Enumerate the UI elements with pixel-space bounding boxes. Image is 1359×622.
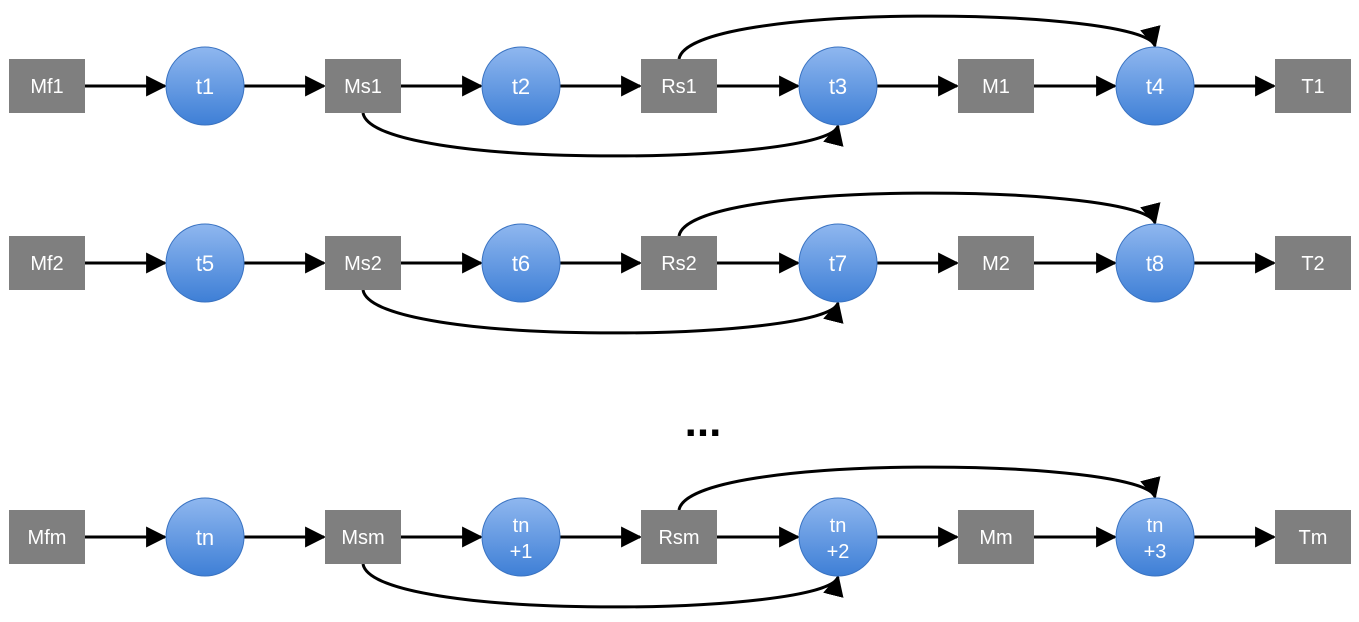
box-node-rs2: Rs2	[641, 236, 717, 290]
node-label: t4	[1146, 74, 1164, 99]
node-label-line: +2	[827, 541, 850, 563]
box-node-t2: T2	[1275, 236, 1351, 290]
node-label: Tm	[1299, 527, 1328, 549]
box-node-mm: Mm	[958, 510, 1034, 564]
node-label: t2	[512, 74, 530, 99]
box-node-rs1: Rs1	[641, 59, 717, 113]
node-label: Ms2	[344, 253, 382, 275]
node-label: t1	[196, 74, 214, 99]
circle-node-tn-1: tn +1	[481, 497, 561, 577]
edge-ms2-to-t7-below	[361, 289, 844, 335]
node-label: Mfm	[28, 527, 67, 549]
circle-node-tn-3: tn +3	[1115, 497, 1195, 577]
box-node-mf2: Mf2	[9, 236, 85, 290]
node-label: M2	[982, 253, 1010, 275]
node-label: t6	[512, 251, 530, 276]
edge-msm-to-tn-2-below	[361, 563, 844, 609]
box-node-tm: Tm	[1275, 510, 1351, 564]
node-label: Msm	[341, 527, 384, 549]
circle-node-t4: t4	[1115, 46, 1195, 126]
box-node-rsm: Rsm	[641, 510, 717, 564]
circle-node-t7: t7	[798, 223, 878, 303]
node-label: Rs2	[661, 253, 697, 275]
node-label: M1	[982, 76, 1010, 98]
node-label-line: +3	[1144, 541, 1167, 563]
box-node-mf1: Mf1	[9, 59, 85, 113]
node-label-line: tn	[513, 515, 530, 537]
circle-node-tn-2: tn +2	[798, 497, 878, 577]
circle-node-t2: t2	[481, 46, 561, 126]
node-label: t5	[196, 251, 214, 276]
circle-node-t1: t1	[165, 46, 245, 126]
box-node-ms2: Ms2	[325, 236, 401, 290]
node-label: t7	[829, 251, 847, 276]
node-label: Rsm	[658, 527, 699, 549]
ellipsis-text: ...	[685, 397, 722, 446]
edge-rsm-to-tn-3-above	[677, 465, 1161, 511]
node-label-line: +1	[510, 541, 533, 563]
circle-node-t8: t8	[1115, 223, 1195, 303]
edges-layer	[85, 14, 1277, 609]
edge-rs2-to-t8-above	[677, 191, 1161, 237]
node-label: Rs1	[661, 76, 697, 98]
node-label: t3	[829, 74, 847, 99]
node-label: T1	[1301, 76, 1324, 98]
node-label: Ms1	[344, 76, 382, 98]
circle-node-tn: tn	[165, 497, 245, 577]
node-label: Mf2	[30, 253, 63, 275]
node-label: T2	[1301, 253, 1324, 275]
node-label-line: tn	[1147, 515, 1164, 537]
node-label: tn	[196, 525, 214, 550]
circle-node-t5: t5	[165, 223, 245, 303]
node-label: Mf1	[30, 76, 63, 98]
circle-node-t6: t6	[481, 223, 561, 303]
circle-node-t3: t3	[798, 46, 878, 126]
edge-ms1-to-t3-below	[361, 112, 844, 158]
node-label: Mm	[979, 527, 1012, 549]
box-node-mfm: Mfm	[9, 510, 85, 564]
edge-rs1-to-t4-above	[677, 14, 1161, 60]
box-node-ms1: Ms1	[325, 59, 401, 113]
node-label-line: tn	[830, 515, 847, 537]
node-label: t8	[1146, 251, 1164, 276]
box-node-m2: M2	[958, 236, 1034, 290]
box-node-t1: T1	[1275, 59, 1351, 113]
box-node-msm: Msm	[325, 510, 401, 564]
box-node-m1: M1	[958, 59, 1034, 113]
